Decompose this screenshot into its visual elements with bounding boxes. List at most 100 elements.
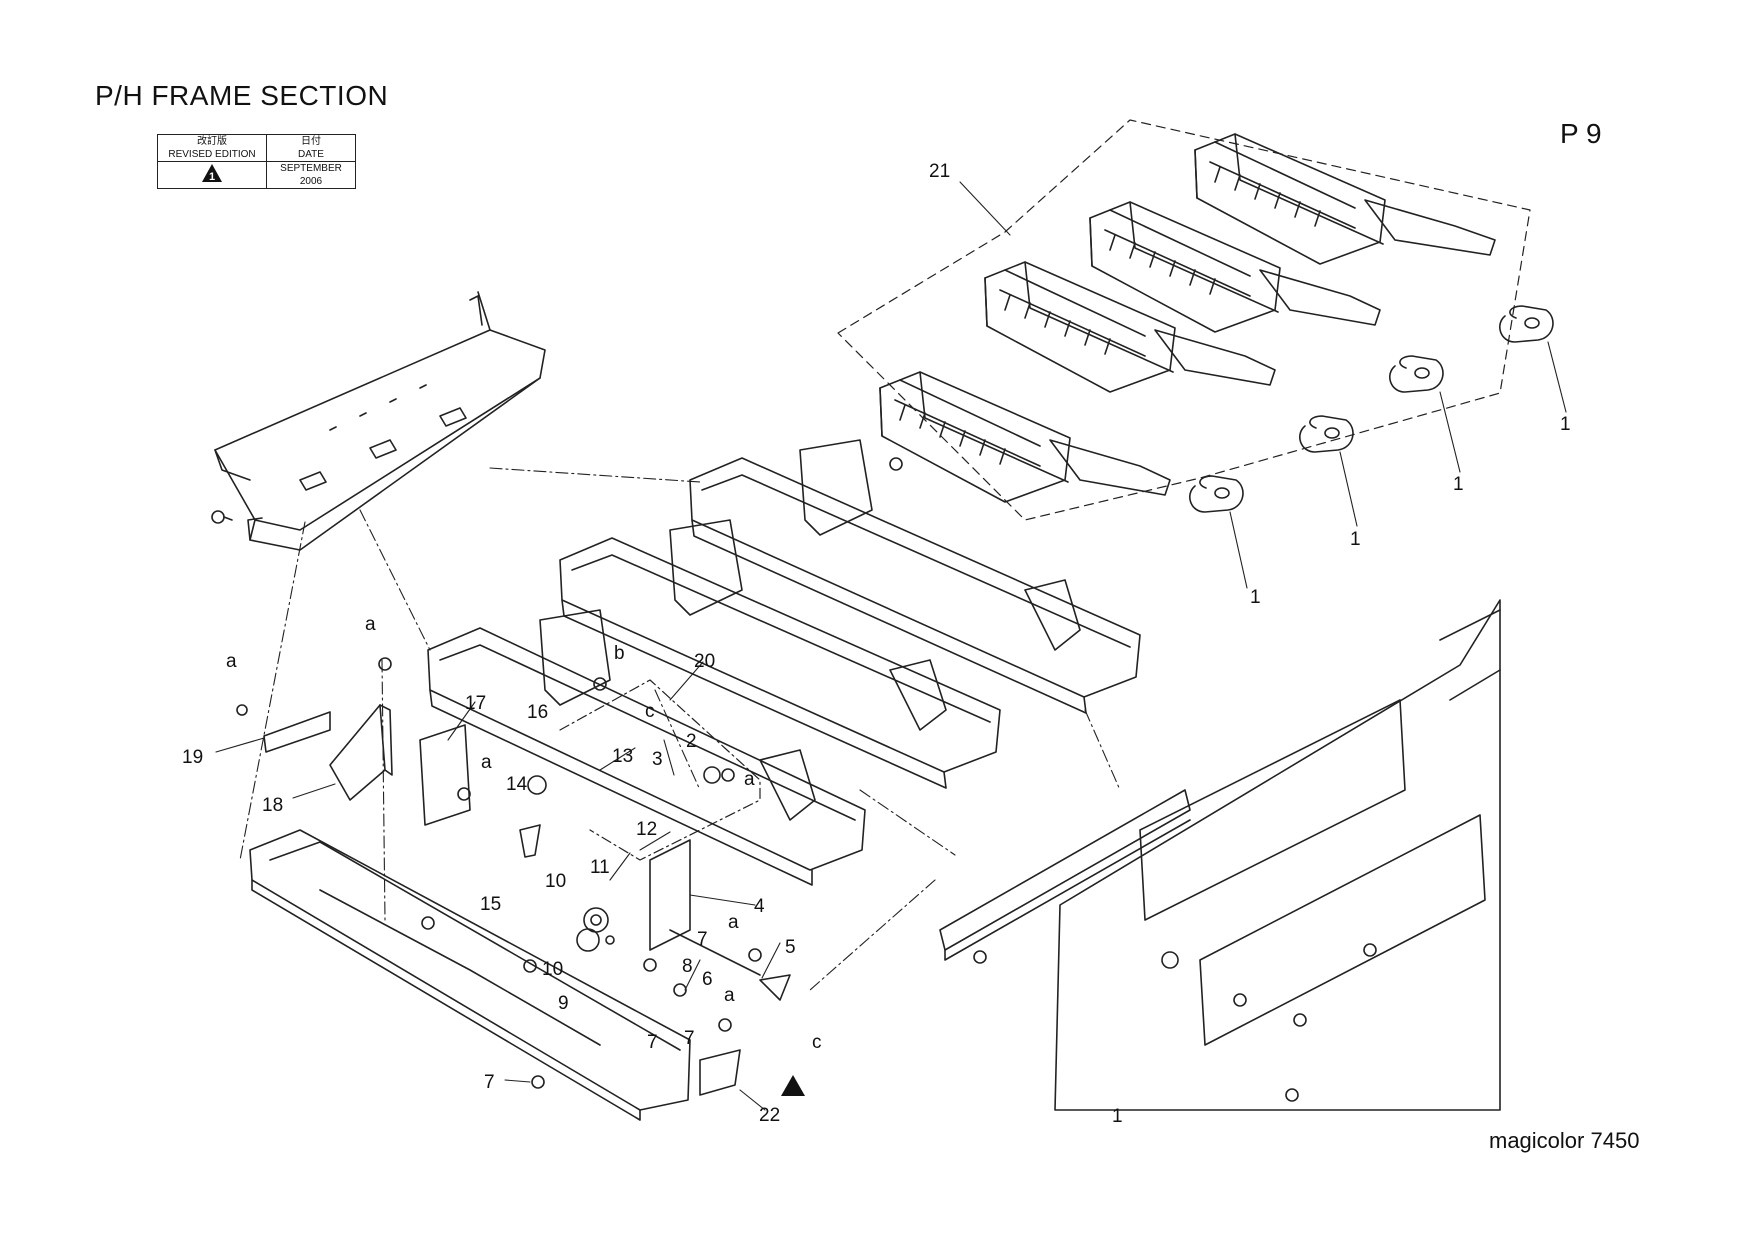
callout-label: 12 bbox=[636, 819, 657, 840]
callout-label: a bbox=[728, 912, 739, 933]
callout-label: 17 bbox=[465, 693, 486, 714]
screw-a bbox=[457, 787, 471, 801]
screw-b bbox=[593, 677, 607, 691]
callout-label: a bbox=[724, 985, 735, 1006]
assembly-guide-lines bbox=[239, 467, 1121, 991]
date-header-jp: 日付 bbox=[301, 136, 321, 147]
bracket-22 bbox=[699, 1049, 741, 1096]
bushing-15 bbox=[519, 824, 541, 858]
rear-bracket bbox=[214, 291, 546, 551]
screw-icon bbox=[1285, 1088, 1299, 1102]
bracket-4 bbox=[649, 839, 691, 951]
callout-label: 7 bbox=[647, 1032, 658, 1053]
callout-label: 21 bbox=[929, 161, 950, 182]
callout-label: 1 bbox=[1453, 474, 1464, 495]
callout-label: 8 bbox=[682, 956, 693, 977]
callout-label: 20 bbox=[694, 651, 715, 672]
callout-label: 3 bbox=[652, 749, 663, 770]
callout-label: 2 bbox=[686, 731, 697, 752]
callout-label: 9 bbox=[558, 993, 569, 1014]
callout-label: 1 bbox=[1112, 1106, 1123, 1127]
mounting-plate bbox=[939, 789, 1191, 961]
callout-label: 7 bbox=[484, 1072, 495, 1093]
main-side-frame bbox=[1054, 599, 1501, 1111]
screw-a bbox=[236, 704, 248, 716]
date-line-2: 2006 bbox=[299, 176, 323, 187]
front-frame-rail bbox=[249, 829, 691, 1121]
page-title: P/H FRAME SECTION bbox=[95, 80, 389, 111]
printhead-unit-2 bbox=[984, 261, 1276, 393]
screw-7 bbox=[718, 1018, 732, 1032]
clip-5 bbox=[759, 974, 791, 1001]
revision-mark: 1 bbox=[209, 171, 215, 183]
callout-label: 22 bbox=[759, 1105, 780, 1126]
callout-label: 18 bbox=[262, 795, 283, 816]
bracket-19 bbox=[263, 711, 331, 753]
model-name: magicolor 7450 bbox=[1489, 1128, 1640, 1153]
callout-label: 15 bbox=[480, 894, 501, 915]
screw-a bbox=[748, 948, 762, 962]
screw-7 bbox=[643, 958, 657, 972]
revision-header-en: REVISED EDITION bbox=[168, 149, 256, 160]
callout-label: 10 bbox=[545, 871, 566, 892]
revision-mark-cell: 1 bbox=[157, 161, 267, 189]
subassembly-20-boundary bbox=[559, 679, 761, 861]
callout-label: 1 bbox=[1250, 587, 1261, 608]
printhead-unit-3 bbox=[1089, 201, 1381, 333]
page-number: P 9 bbox=[1560, 118, 1602, 149]
screw-icon bbox=[211, 510, 225, 524]
revision-header-jp: 改訂版 bbox=[197, 136, 227, 147]
callout-leaders bbox=[215, 181, 1567, 1111]
screw-7 bbox=[531, 1075, 545, 1089]
callout-label: 7 bbox=[684, 1028, 695, 1049]
revision-table: 改訂版 REVISED EDITION 日付 DATE 1 SEPTEMBER … bbox=[157, 134, 356, 189]
clip-part-1-c bbox=[1389, 355, 1444, 393]
shaft-6 bbox=[669, 929, 761, 976]
screw-a bbox=[378, 657, 392, 671]
revision-mark-icon bbox=[781, 1075, 805, 1096]
callout-label: 1 bbox=[1560, 414, 1571, 435]
callout-label: c bbox=[812, 1032, 822, 1053]
clip-part-1-b bbox=[1299, 415, 1354, 453]
callout-label: 10 bbox=[542, 959, 563, 980]
callout-labels: 21 1 1 1 1 a b 20 a 19 17 16 c 13 2 3 a … bbox=[182, 161, 1571, 1127]
gear-10b-icon bbox=[576, 928, 600, 952]
callout-label: 13 bbox=[612, 746, 633, 767]
clip-part-1-a bbox=[1189, 475, 1244, 513]
date-value-cell: SEPTEMBER 2006 bbox=[266, 161, 356, 189]
callout-label: 5 bbox=[785, 937, 796, 958]
callout-label: b bbox=[614, 643, 625, 664]
bearing-2 bbox=[703, 766, 721, 784]
callout-label: 6 bbox=[702, 969, 713, 990]
revision-triangle-icon: 1 bbox=[202, 164, 222, 183]
frame-rail-2 bbox=[559, 519, 1001, 789]
callout-label: c bbox=[645, 701, 655, 722]
clip-part-1-d bbox=[1499, 305, 1554, 343]
screw-7 bbox=[673, 983, 687, 997]
screw-a bbox=[721, 768, 735, 782]
callout-label: a bbox=[226, 651, 237, 672]
frame-rail-3 bbox=[689, 439, 1141, 714]
screw-icon bbox=[889, 457, 903, 471]
callout-label: a bbox=[365, 614, 376, 635]
callout-label: 1 bbox=[1350, 529, 1361, 550]
callout-label: 11 bbox=[590, 857, 610, 878]
callout-label: 19 bbox=[182, 747, 203, 768]
gear-14-icon bbox=[527, 775, 547, 795]
callout-label: 4 bbox=[754, 896, 765, 917]
bracket-17 bbox=[419, 724, 471, 826]
date-line-1: SEPTEMBER bbox=[280, 163, 342, 174]
callout-label: a bbox=[481, 752, 492, 773]
printhead-unit-1 bbox=[879, 371, 1171, 503]
printhead-unit-4 bbox=[1194, 133, 1496, 265]
callout-label: 14 bbox=[506, 774, 528, 795]
date-header-en: DATE bbox=[298, 149, 324, 160]
callout-label: 16 bbox=[527, 702, 548, 723]
callout-label: a bbox=[744, 769, 755, 790]
frame-rail-1 bbox=[427, 609, 866, 886]
callout-label: 7 bbox=[697, 929, 708, 950]
bracket-18 bbox=[329, 704, 393, 801]
screw-icon bbox=[421, 916, 435, 930]
screw-icon bbox=[973, 950, 987, 964]
